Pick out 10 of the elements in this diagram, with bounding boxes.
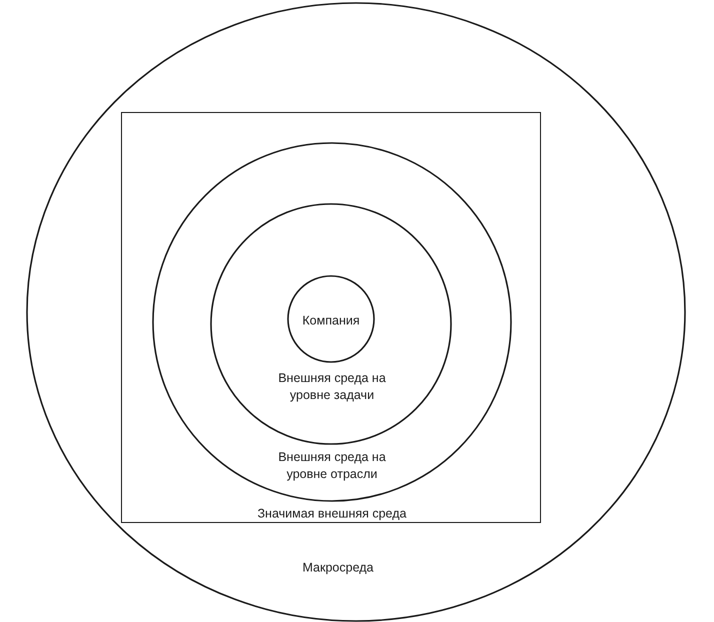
area-label: Значимая внешняя среда xyxy=(258,506,406,522)
circle xyxy=(288,276,374,362)
circle xyxy=(211,204,451,444)
outer-circle xyxy=(27,3,685,621)
square-frame xyxy=(121,112,541,523)
area-label: Макросреда xyxy=(302,560,374,576)
circle xyxy=(153,143,511,501)
area-label: Компания xyxy=(302,312,360,330)
area-label: Внешняя среда на уровне отрасли xyxy=(277,449,387,483)
area-label: Внешняя среда на уровне задачи xyxy=(277,370,387,404)
